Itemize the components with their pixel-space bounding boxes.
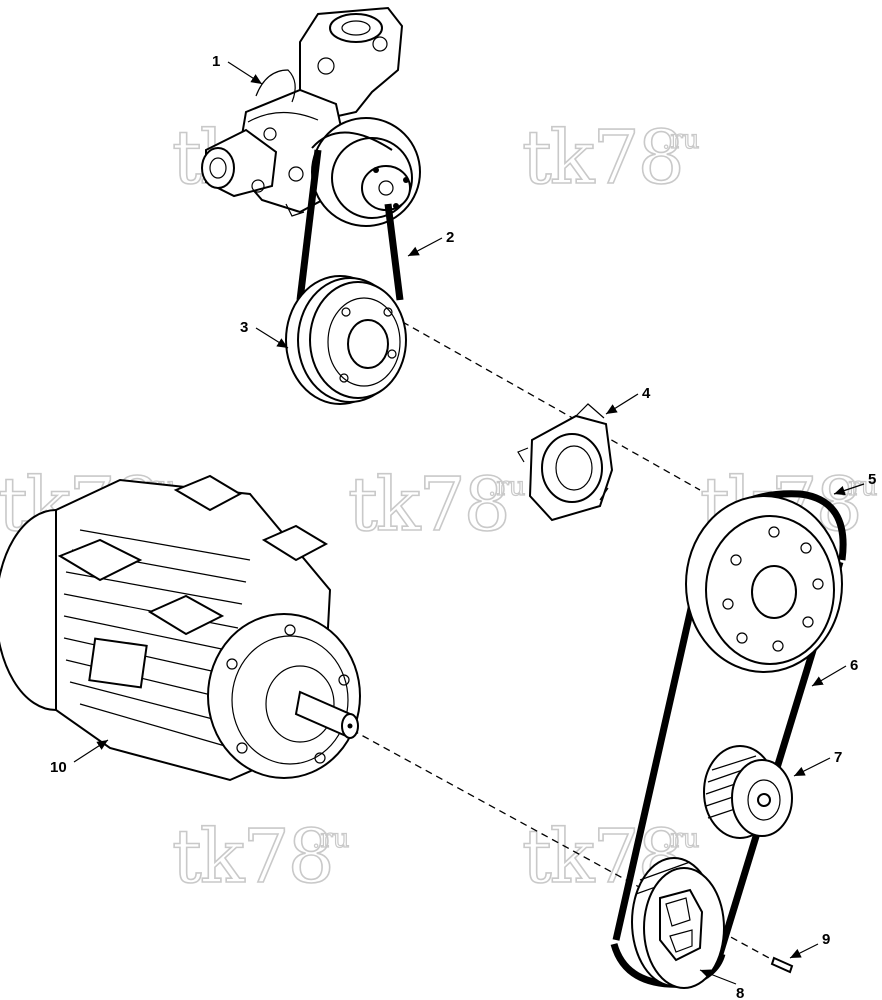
shaft-key <box>770 956 794 974</box>
pulley-idler <box>703 745 793 839</box>
callout-8: 8 <box>736 985 744 1000</box>
electric-motor <box>0 474 361 782</box>
assembly-axes <box>351 315 781 965</box>
pulley-motor <box>631 857 725 989</box>
coupling <box>517 403 614 522</box>
callout-6: 6 <box>850 657 858 674</box>
watermark-text: tk78 <box>172 814 333 900</box>
pulley-large <box>685 495 843 673</box>
belt-upper <box>296 131 404 301</box>
axis-upper <box>391 315 701 491</box>
callout-5: 5 <box>868 471 876 488</box>
watermark-suffix: .ru <box>662 125 699 155</box>
callout-leaders <box>73 61 865 985</box>
watermark-suffix: .ru <box>840 472 877 502</box>
axis-lower <box>351 729 781 965</box>
callout-1: 1 <box>212 53 220 70</box>
callout-2: 2 <box>446 229 454 246</box>
watermark-suffix: .ru <box>488 472 525 502</box>
callout-7: 7 <box>834 749 842 766</box>
callout-3: 3 <box>240 319 248 336</box>
watermark-2: tk78 .ru <box>521 114 700 202</box>
callout-4: 4 <box>642 385 651 402</box>
watermark-suffix: .ru <box>312 824 349 854</box>
pulley-driven <box>285 275 407 405</box>
watermark-suffix: .ru <box>662 824 699 854</box>
watermark-text: tk78 <box>348 462 509 548</box>
watermark-4: tk78 .ru <box>347 461 526 549</box>
callout-9: 9 <box>822 931 830 948</box>
callout-10: 10 <box>50 759 67 776</box>
callout-numbers: 1 2 3 4 5 6 7 8 9 10 <box>50 53 876 1000</box>
pump-pulley <box>311 117 421 227</box>
watermark-text: tk78 <box>522 115 683 201</box>
watermark-6: tk78 .ru <box>171 813 350 901</box>
